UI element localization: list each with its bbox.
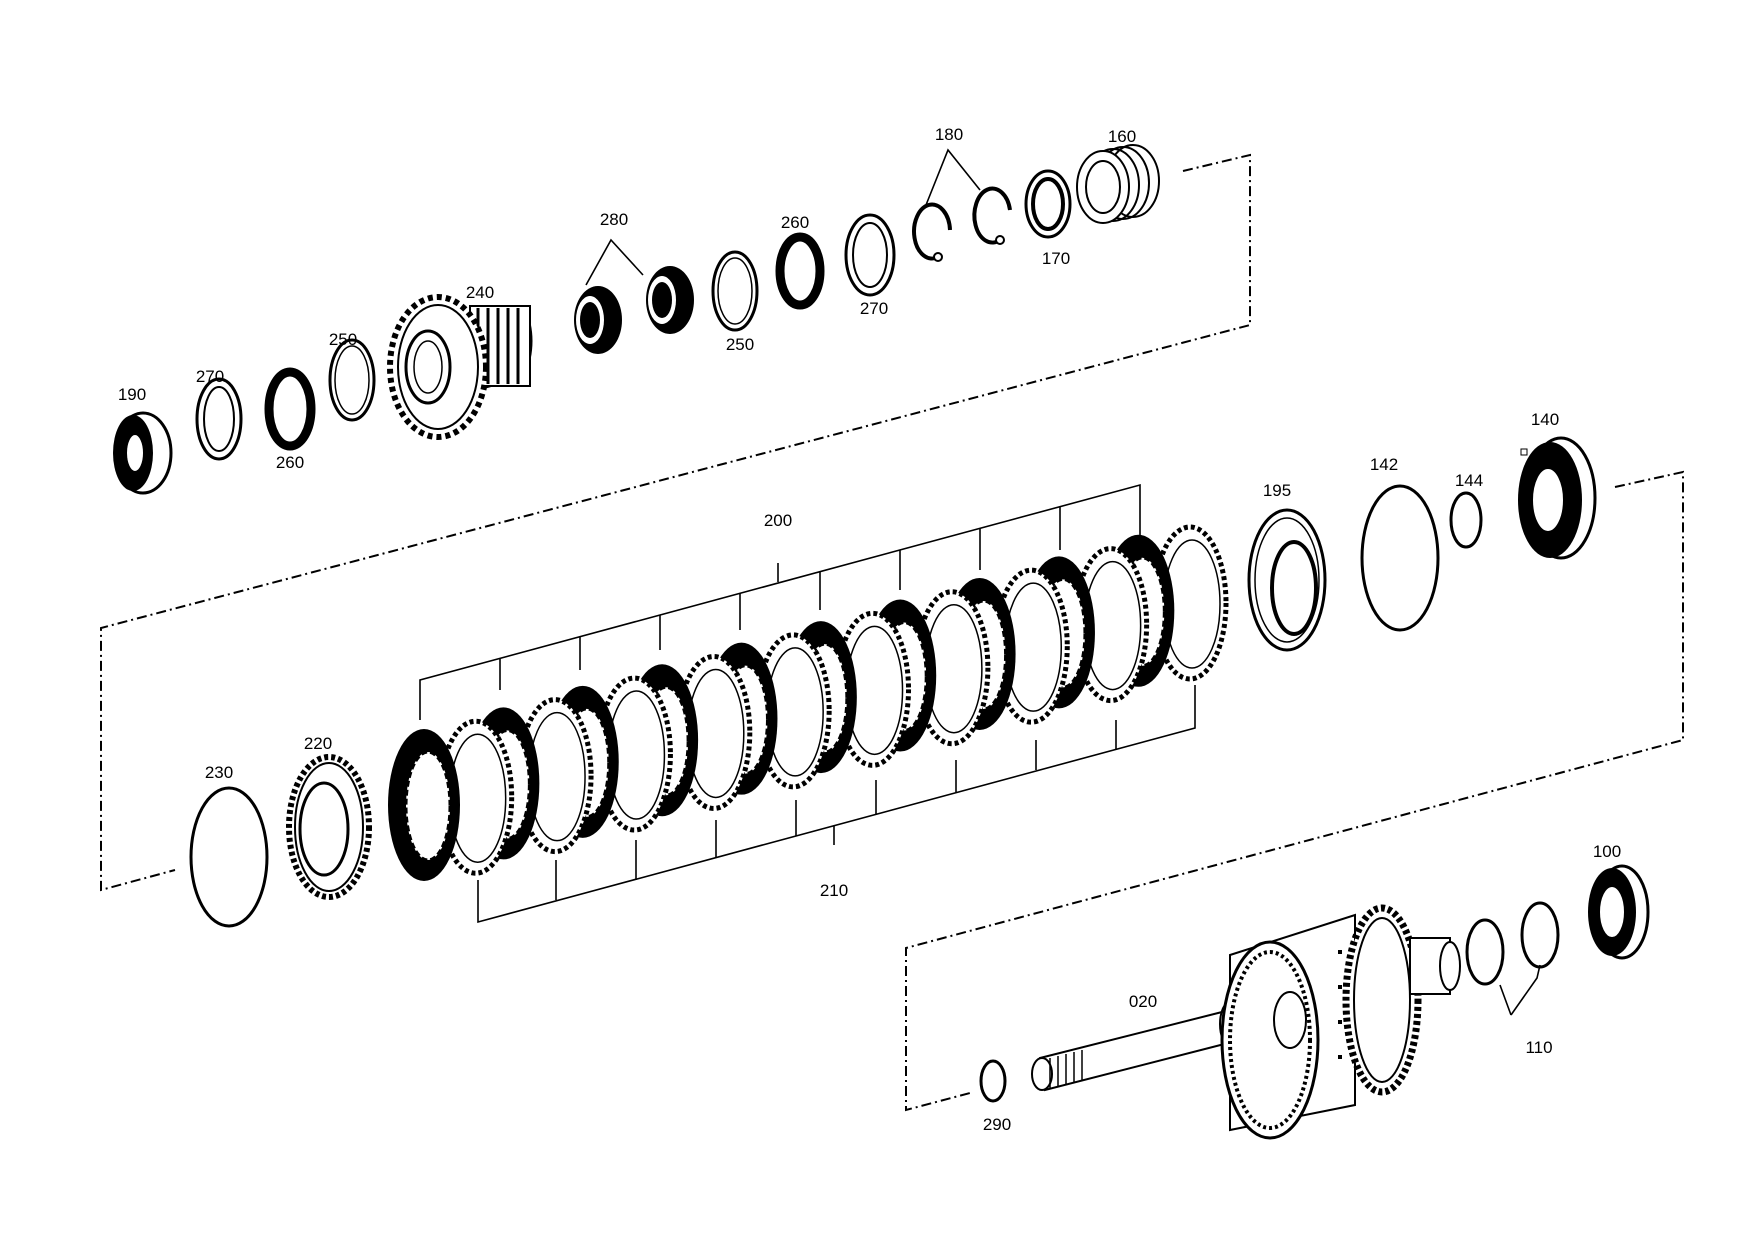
label-170: 170 — [1042, 249, 1070, 268]
bracket-210 — [477, 685, 1196, 924]
assembly-axis-lines — [100, 153, 1684, 1112]
part-200-210-clutch-plate-pack — [388, 524, 1229, 881]
part-280-bushing-left — [574, 286, 622, 354]
bracket-200 — [419, 483, 1141, 720]
part-260-ring-b — [775, 232, 825, 310]
label-270-b: 270 — [860, 299, 888, 318]
part-250-washer-b — [711, 250, 759, 332]
part-142-o-ring — [1360, 484, 1440, 632]
label-180: 180 — [935, 125, 963, 144]
label-270-a: 270 — [196, 367, 224, 386]
clutch-plate-steel — [595, 675, 673, 833]
clutch-disc-friction — [388, 729, 460, 881]
label-020: 020 — [1129, 992, 1157, 1011]
part-180-snap-ring-left — [912, 202, 952, 262]
label-210: 210 — [820, 881, 848, 900]
clutch-plate-steel — [834, 610, 912, 768]
part-140-housing — [1518, 436, 1597, 560]
part-280-bushing-right — [646, 266, 694, 334]
part-230-o-ring — [189, 786, 269, 928]
label-260-b: 260 — [781, 213, 809, 232]
part-270-washer — [195, 377, 243, 461]
label-200: 200 — [764, 511, 792, 530]
clutch-plate-steel — [675, 653, 753, 811]
label-250-b: 250 — [726, 335, 754, 354]
label-250-a: 250 — [329, 330, 357, 349]
part-240-gear — [387, 294, 533, 440]
label-240: 240 — [466, 283, 494, 302]
label-290: 290 — [983, 1115, 1011, 1134]
part-170-ring — [1024, 169, 1072, 239]
part-020-shaft-assembly — [1031, 904, 1461, 1140]
clutch-plate-steel — [1072, 546, 1150, 704]
part-144-o-ring — [1449, 491, 1483, 549]
label-190: 190 — [118, 385, 146, 404]
part-labels: 190 270 260 250 240 280 250 260 270 180 … — [118, 125, 1621, 1134]
part-260-ring — [264, 367, 316, 451]
part-195-piston-ring — [1247, 508, 1327, 652]
part-220-pressure-plate — [286, 754, 372, 900]
label-142: 142 — [1370, 455, 1398, 474]
part-110-ring-right — [1520, 901, 1560, 969]
part-190-bearing — [113, 411, 173, 495]
label-144: 144 — [1455, 471, 1483, 490]
clutch-plate-steel — [913, 589, 991, 747]
part-180-snap-ring-right — [972, 186, 1012, 245]
clutch-plate-steel — [1151, 524, 1229, 682]
part-270-washer-b — [844, 213, 896, 297]
label-230: 230 — [205, 763, 233, 782]
clutch-plate-steel — [437, 718, 515, 876]
part-160-spring — [1076, 144, 1160, 224]
part-100-bearing — [1588, 864, 1650, 960]
label-195: 195 — [1263, 481, 1291, 500]
label-110: 110 — [1525, 1038, 1552, 1057]
leader-lines — [585, 148, 1541, 1016]
label-140: 140 — [1531, 410, 1559, 429]
label-160: 160 — [1108, 127, 1136, 146]
clutch-plate-steel — [754, 632, 832, 790]
label-260-a: 260 — [276, 453, 304, 472]
label-100: 100 — [1593, 842, 1621, 861]
part-250-washer — [328, 338, 376, 422]
clutch-plate-steel — [992, 567, 1070, 725]
clutch-plate-steel — [516, 697, 594, 855]
label-220: 220 — [304, 734, 332, 753]
part-110-ring-left — [1465, 918, 1505, 986]
part-290-ring — [979, 1059, 1007, 1103]
label-280: 280 — [600, 210, 628, 229]
